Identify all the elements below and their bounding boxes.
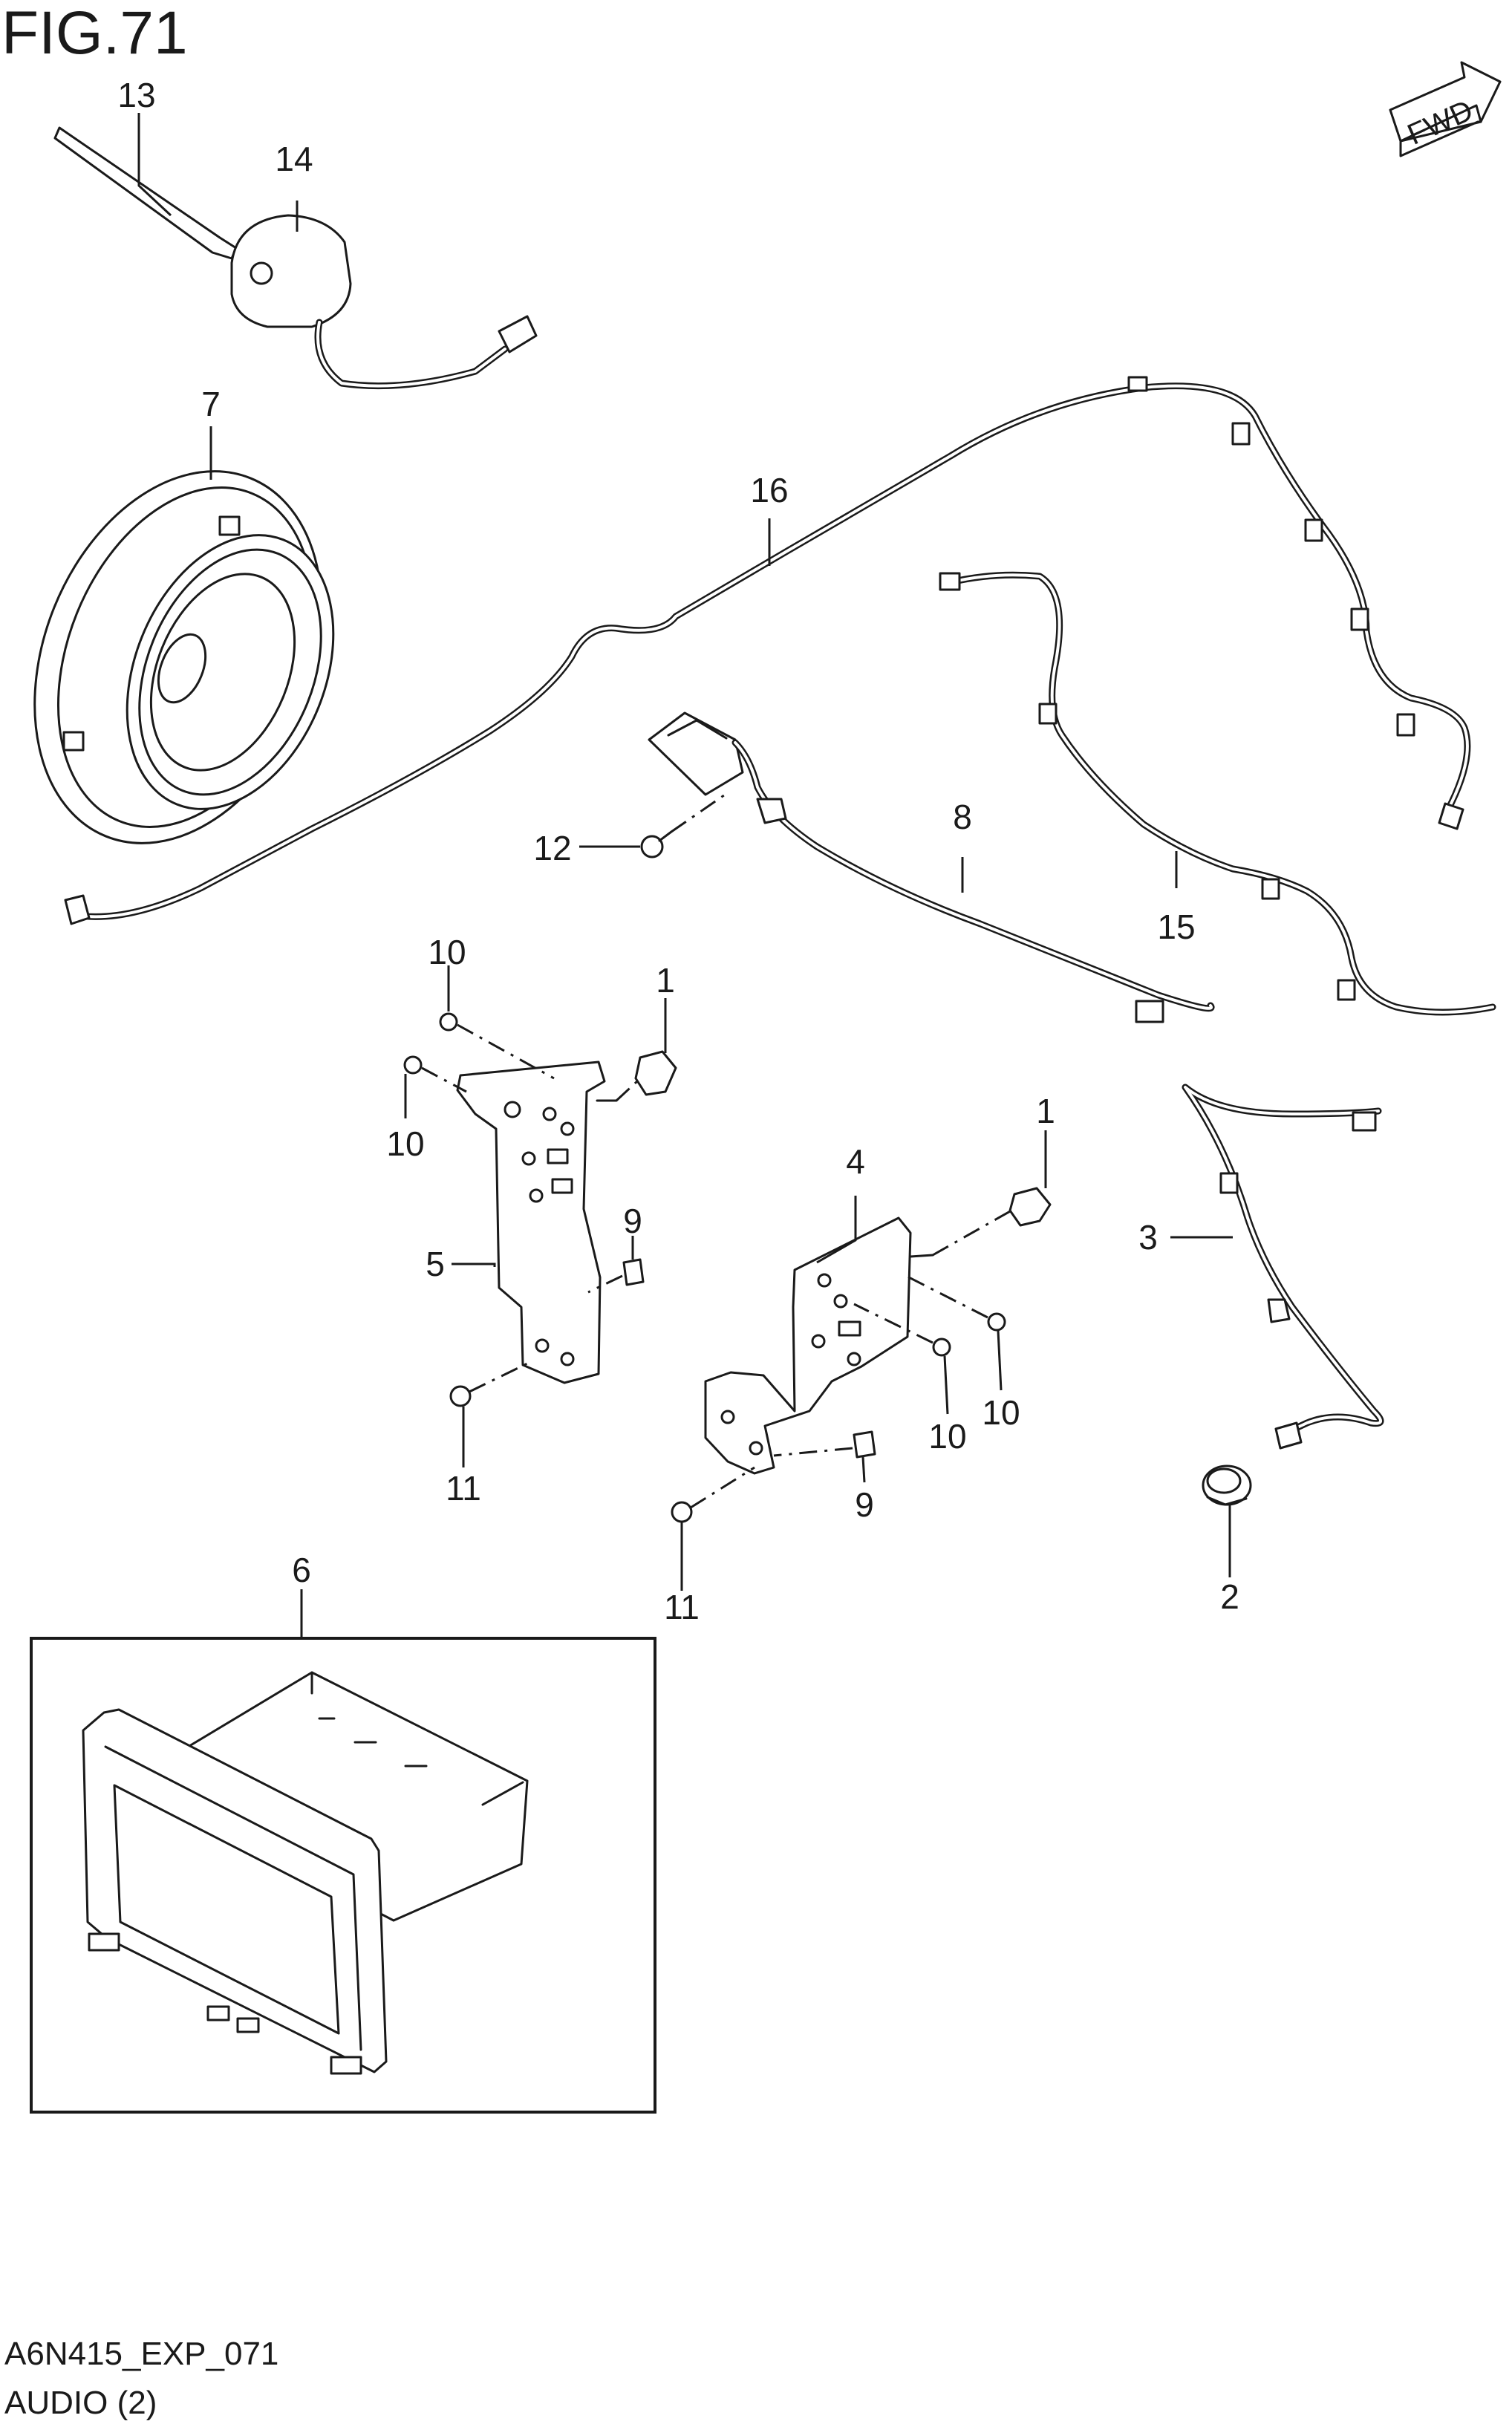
callout-5: 5	[426, 1245, 445, 1283]
callout-9-right: 9	[855, 1485, 874, 1524]
callout-12: 12	[533, 829, 571, 867]
figure-name: AUDIO (2)	[4, 2385, 157, 2421]
bracket-5	[456, 1060, 618, 1384]
clip-9-left	[587, 1258, 645, 1294]
figure-code: A6N415_EXP_071	[4, 2336, 278, 2372]
callout-2: 2	[1220, 1577, 1239, 1616]
part-2-socket	[1202, 1464, 1252, 1506]
screw-10-a	[439, 1012, 555, 1080]
screw-10-c	[853, 1303, 951, 1357]
callout-10-d: 10	[982, 1393, 1020, 1432]
callout-7: 7	[201, 385, 221, 423]
callout-1-right: 1	[1036, 1092, 1055, 1130]
callout-8: 8	[953, 798, 972, 836]
screw-11-left	[449, 1362, 528, 1407]
bracket-4	[704, 1216, 934, 1475]
fwd-arrow-icon: FWD	[1389, 61, 1502, 157]
callout-3: 3	[1138, 1218, 1158, 1257]
head-unit-box	[30, 1637, 656, 2114]
cable-8	[648, 711, 1215, 1023]
clip-9-right	[773, 1430, 876, 1459]
screw-10-b	[403, 1055, 467, 1093]
callout-10-b: 10	[386, 1124, 424, 1163]
callout-14: 14	[275, 140, 313, 178]
screw-12	[640, 790, 730, 858]
clip-1-left	[634, 1050, 677, 1096]
screw-11-right	[671, 1466, 755, 1523]
screw-10-d	[902, 1273, 1006, 1332]
callout-1-left: 1	[656, 961, 675, 1000]
callout-13: 13	[117, 76, 155, 114]
callout-10-a: 10	[428, 933, 466, 971]
speaker	[33, 470, 335, 844]
cable-15	[939, 571, 1496, 1016]
callout-16: 16	[750, 471, 788, 509]
figure-title: FIG.71	[1, 0, 188, 67]
callout-6: 6	[292, 1551, 311, 1589]
antenna-base	[230, 214, 538, 390]
clip-1-right	[1008, 1187, 1052, 1227]
callout-15: 15	[1157, 908, 1195, 946]
callout-11-right: 11	[664, 1588, 700, 1626]
callout-10-c: 10	[928, 1417, 966, 1456]
cable-16	[64, 376, 1471, 925]
callout-4: 4	[846, 1142, 865, 1181]
cable-3	[1182, 1084, 1384, 1450]
callout-9-left: 9	[623, 1202, 642, 1240]
callout-11-left: 11	[446, 1469, 481, 1508]
